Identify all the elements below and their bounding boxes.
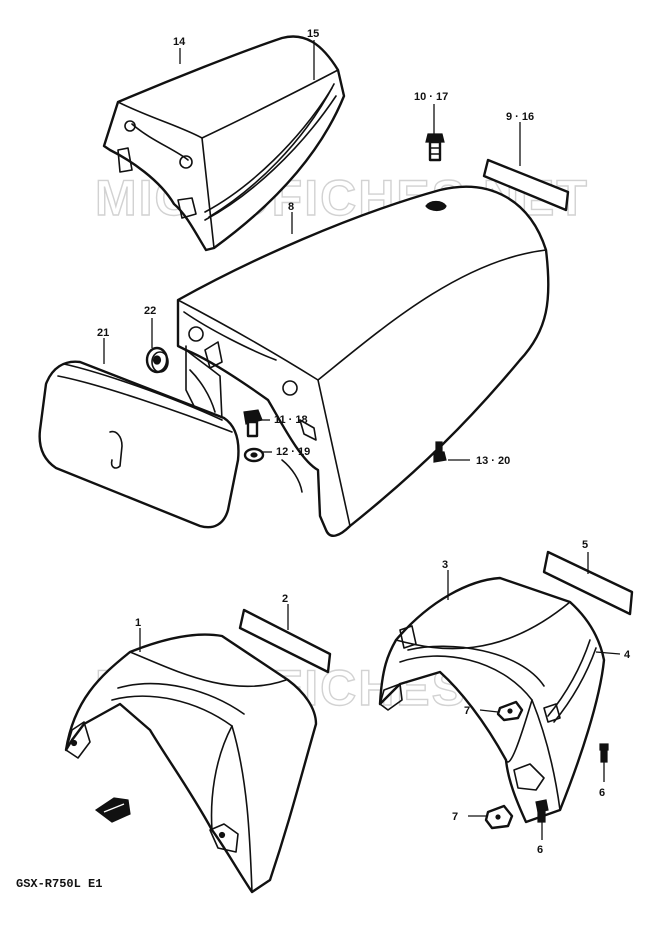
part-4-fender-strip (547, 639, 597, 723)
callout-7-lower: 7 (452, 811, 458, 823)
part-9-16-strip (482, 158, 570, 212)
callout-12-19: 12 · 19 (276, 446, 310, 458)
part-15-trim-strip (208, 83, 335, 218)
callout-10-17: 10 · 17 (414, 91, 448, 103)
part-2-strip (238, 608, 332, 674)
callout-8: 8 (288, 201, 294, 213)
part-6-screw-right (599, 743, 609, 763)
callout-22: 22 (144, 305, 156, 317)
callout-4: 4 (624, 649, 631, 661)
part-1-rear-cover (64, 633, 318, 894)
callout-3: 3 (442, 559, 448, 571)
leader-lines (103, 40, 621, 840)
callout-21: 21 (97, 327, 109, 339)
callout-2: 2 (282, 593, 288, 605)
part-7-clip-upper (496, 700, 524, 722)
part-5-strip (542, 550, 634, 616)
part-12-19-washer (243, 447, 265, 463)
callout-1: 1 (135, 617, 141, 629)
part-21-tail-lamp (38, 360, 240, 529)
callout-5: 5 (582, 539, 588, 551)
callout-9-16: 9 · 16 (506, 111, 534, 123)
callout-14: 14 (173, 36, 186, 48)
part-11-18-screw (243, 409, 263, 438)
callout-6-right: 6 (599, 787, 605, 799)
part-14-seat-cowl (102, 35, 346, 252)
part-13-20-bolt (433, 441, 447, 463)
model-code: GSX-R750L E1 (16, 877, 102, 891)
callout-7-upper: 7 (464, 705, 470, 717)
part-22-grommet (145, 346, 169, 374)
callout-6-lower: 6 (537, 844, 543, 856)
part-7-clip-lower (484, 804, 514, 830)
callout-15: 15 (307, 28, 319, 40)
part-3-rear-fender (378, 576, 606, 824)
part-10-17-bolt (425, 133, 445, 162)
part-8-seat-tail-cover (176, 185, 550, 537)
callout-11-18: 11 · 18 (274, 414, 308, 426)
callout-13-20: 13 · 20 (476, 455, 510, 467)
part-6-screw-lower (535, 799, 549, 823)
front-arrow-icon (94, 797, 131, 823)
